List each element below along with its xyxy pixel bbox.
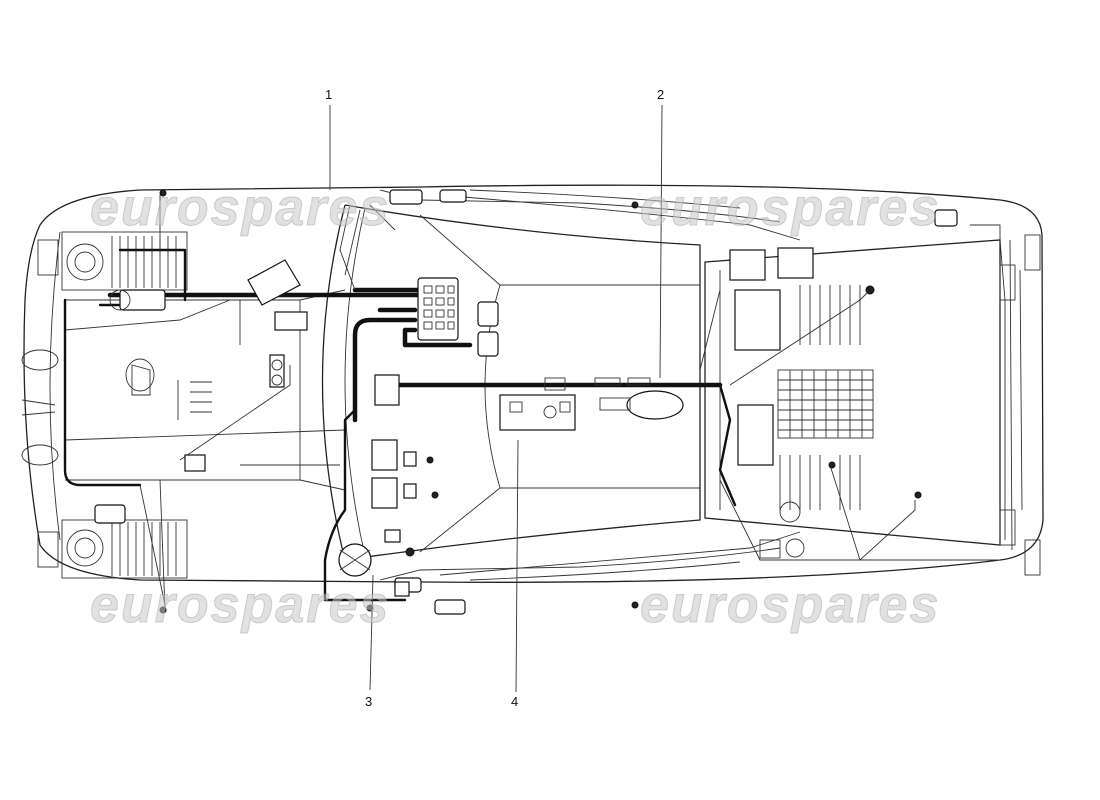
dashboard-switch-panel xyxy=(499,377,576,431)
engine-bay-components xyxy=(729,247,922,559)
fuse-box xyxy=(417,277,499,357)
callout-label-3: 3 xyxy=(365,694,373,709)
steering-column-components xyxy=(338,529,415,597)
front-relay-block xyxy=(94,259,308,524)
rear-light-assemblies xyxy=(999,234,1041,576)
front-left-headlight-assembly xyxy=(37,231,188,291)
horn-components xyxy=(21,349,155,466)
watermark-top-left: eurospares xyxy=(89,179,391,238)
front-right-headlight-assembly xyxy=(37,519,188,579)
watermark-bottom-right: eurospares xyxy=(639,576,941,635)
watermark-top-right: eurospares xyxy=(639,179,941,238)
callout-label-1: 1 xyxy=(325,87,333,102)
callout-label-4: 4 xyxy=(511,694,519,709)
callout-leaders xyxy=(329,104,663,693)
callout-label-2: 2 xyxy=(657,87,665,102)
watermark-bottom-left: eurospares xyxy=(89,576,391,635)
fuel-pump-component xyxy=(594,377,684,420)
relay-cluster xyxy=(371,374,439,509)
secondary-wiring xyxy=(63,195,1006,611)
